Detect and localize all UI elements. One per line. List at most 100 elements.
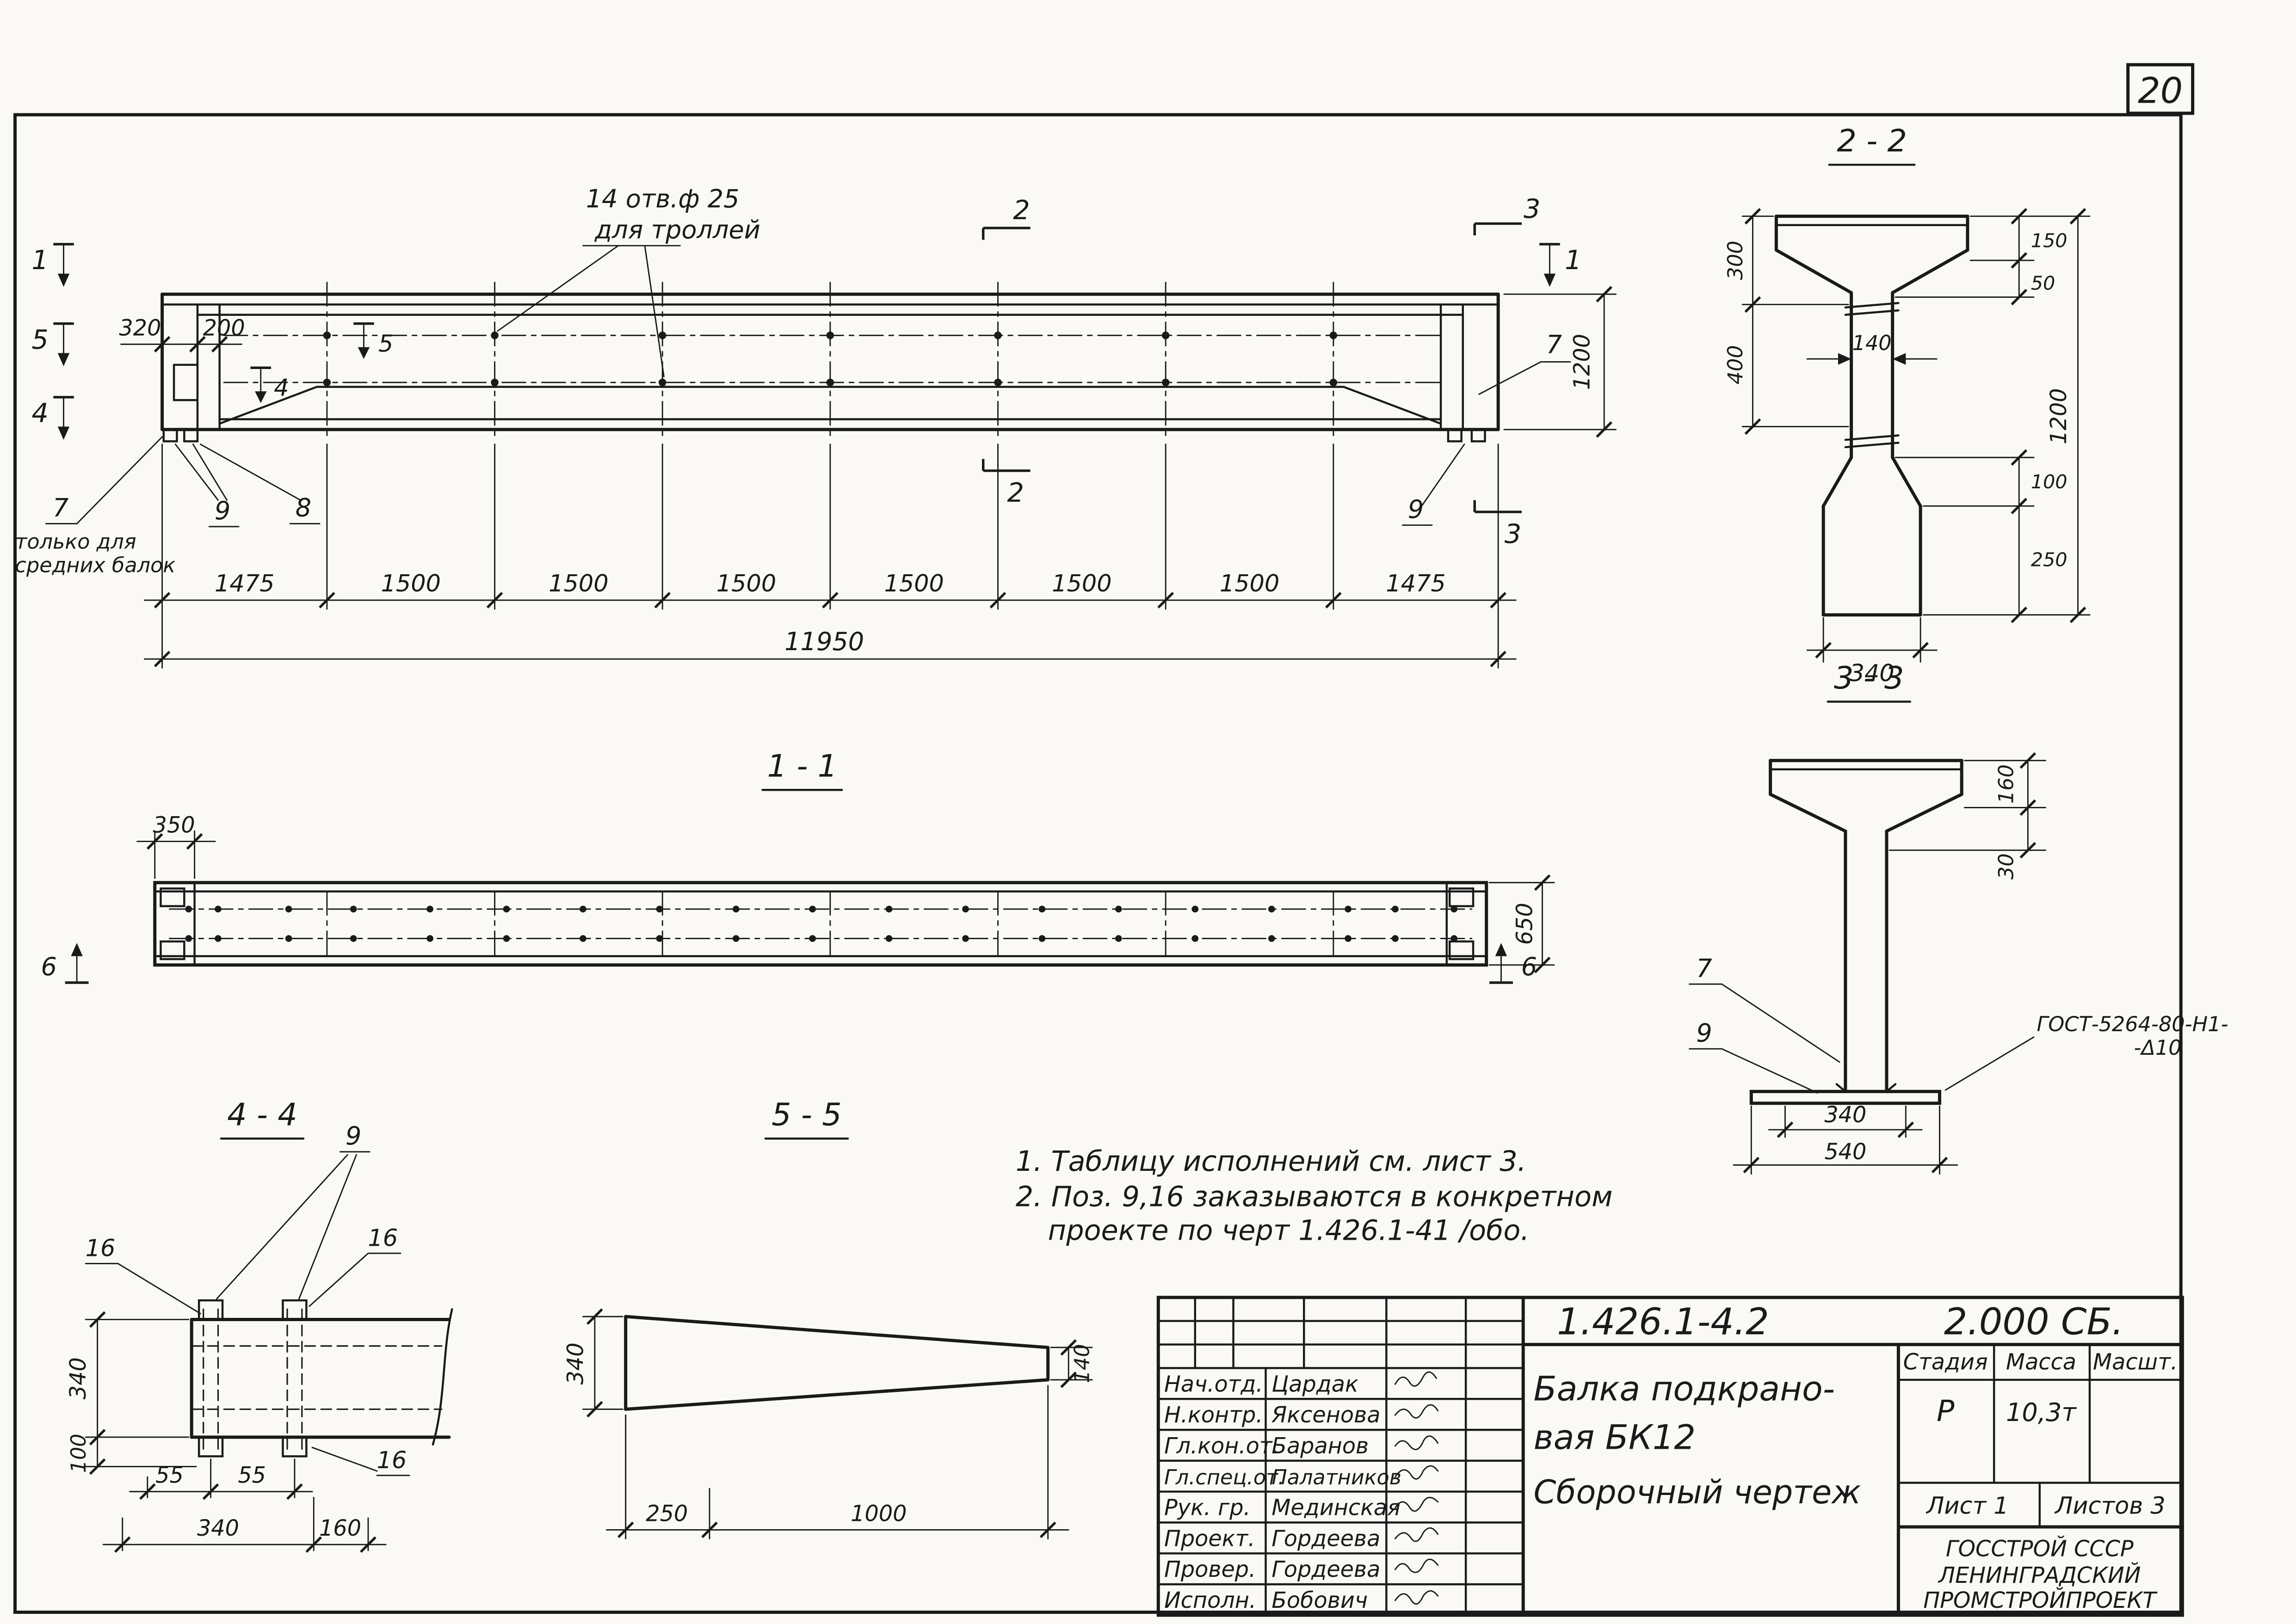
- callout-8: 8: [296, 493, 311, 523]
- holes-note-line2: для троллей: [594, 215, 760, 244]
- dim-30: 30: [1994, 853, 2018, 880]
- section-1-1: 1 - 1: [41, 748, 1555, 984]
- cut-mark-3-top: 3: [1524, 193, 1540, 224]
- row-name: Яксенова: [1271, 1403, 1380, 1428]
- mass-value: 10,3т: [2006, 1398, 2077, 1427]
- callout-9-s33: 9: [1696, 1018, 1712, 1047]
- dim-300: 300: [1723, 241, 1747, 280]
- section-3-3-callouts: 7 9 ГОСТ-5264-80-Н1- -Δ10: [1689, 953, 2228, 1094]
- dim-340-s55: 340: [563, 1342, 588, 1384]
- cut-mark-1-left: 1: [31, 245, 48, 276]
- section-4-4-title: 4 - 4: [227, 1097, 297, 1133]
- callout-16-b: 16: [368, 1224, 398, 1252]
- org-line3: ПРОМСТРОЙПРОЕКТ: [1923, 1587, 2158, 1613]
- dim-100: 100: [2031, 471, 2068, 493]
- cut-mark-3-bottom: 3: [1505, 518, 1521, 549]
- elevation-callouts: 7 только для средних балок 9 8 7 9: [15, 330, 1571, 577]
- row-role: Исполн.: [1164, 1588, 1256, 1613]
- sheet-number-box: [2126, 63, 2195, 115]
- dim-350: 350: [153, 813, 195, 838]
- section-cut-marks: 1 5 4 5 4 2 2 3 3 1: [31, 193, 1581, 549]
- signature-mark: [1395, 1590, 1439, 1605]
- section-4-4-callouts: 9 16 16 16: [85, 1121, 410, 1476]
- signature-marks: [1395, 1371, 1439, 1605]
- dim-50: 50: [2031, 272, 2055, 295]
- product-title-line2: вая БК12: [1533, 1418, 1695, 1457]
- org-line1: ГОССТРОЙ СССР: [1946, 1536, 2134, 1562]
- row-name: Цардак: [1271, 1372, 1358, 1397]
- cut-mark-6-left: 6: [41, 952, 56, 981]
- section-2-2-title: 2 - 2: [1837, 123, 1907, 159]
- sheet-info: Лист 1: [1926, 1492, 2008, 1519]
- org-line2: ЛЕНИНГРАДСКИЙ: [1938, 1562, 2141, 1588]
- cut-mark-4-inner: 4: [274, 375, 289, 402]
- callout-9-s44: 9: [346, 1121, 361, 1150]
- row-name: Гордеева: [1271, 1557, 1380, 1582]
- dim-160: 160: [1994, 764, 2018, 804]
- dim-540: 540: [1824, 1139, 1866, 1165]
- mass-label: Масса: [2006, 1350, 2076, 1375]
- title-block: 1.426.1-4.2 2.000 СБ. Балка подкрано- ва…: [1156, 1296, 2184, 1617]
- note-line-1: 1. Таблицу исполнений см. лист 3.: [1016, 1145, 1526, 1178]
- dim-segment-6: 1500: [1220, 570, 1279, 597]
- elevation-view: 14 отв.ф 25 для троллей 1 5 4 5 4 2 2: [15, 185, 1617, 669]
- dim-140-s55: 140: [1070, 1344, 1094, 1383]
- left-note-line1: только для: [15, 530, 136, 554]
- scale-label: Масшт.: [2093, 1350, 2178, 1375]
- dim-segment-1: 1500: [381, 570, 440, 597]
- dim-55-a: 55: [155, 1463, 184, 1489]
- section-5-5-outline: [624, 1315, 1050, 1411]
- dim-segment-0: 1475: [215, 570, 274, 597]
- doc-number: 1.426.1-4.2: [1557, 1300, 1769, 1343]
- dim-segment-4: 1500: [884, 570, 944, 597]
- signature-mark: [1395, 1435, 1439, 1451]
- section-1-1-outline: [153, 881, 1488, 967]
- section-3-3-outline: [1749, 759, 1963, 1105]
- signature-mark: [1395, 1371, 1437, 1387]
- dim-340-bottom: 340: [197, 1516, 239, 1541]
- note-line-3: проекте по черт 1.426.1-41 /обо.: [1048, 1215, 1530, 1247]
- cut-mark-6-right: 6: [1521, 952, 1537, 981]
- section-4-4-dimensions: 340 100 55 55 340 160: [66, 1311, 387, 1553]
- stage-label: Стадия: [1903, 1350, 1988, 1375]
- row-role: Н.контр.: [1164, 1403, 1263, 1428]
- dim-segment-3: 1500: [716, 570, 776, 597]
- section-5-5-title: 5 - 5: [772, 1097, 842, 1133]
- callout-9-left: 9: [215, 496, 230, 525]
- dim-340-left: 340: [66, 1357, 91, 1399]
- section-1-1-dimensions: 350 650 6 6: [41, 813, 1555, 984]
- section-1-1-holes: [185, 905, 1457, 942]
- cut-mark-4-left: 4: [31, 398, 48, 429]
- row-name: Бобович: [1271, 1588, 1368, 1613]
- dim-segment-7: 1475: [1386, 570, 1445, 597]
- doc-code: 2.000 СБ.: [1944, 1300, 2123, 1343]
- sheet-number: 20: [2138, 71, 2183, 112]
- cut-mark-1-right: 1: [1565, 245, 1581, 276]
- dim-segment-5: 1500: [1052, 570, 1111, 597]
- callout-7-right: 7: [1546, 330, 1562, 359]
- section-2-2-outline: [1774, 215, 1969, 617]
- holes-annotation: 14 отв.ф 25 для троллей: [497, 185, 760, 377]
- dim-340-s33: 340: [1824, 1102, 1866, 1128]
- section-4-4: 4 - 4 340 100: [66, 1097, 453, 1553]
- signature-mark: [1395, 1558, 1439, 1573]
- section-2-2-dimensions: 300 400 140 150 50 100 2: [1723, 208, 2091, 687]
- callout-7-left: 7: [53, 493, 68, 523]
- product-title-line3: Сборочный чертеж: [1533, 1473, 1861, 1511]
- dim-340-s22: 340: [1850, 660, 1895, 687]
- cut-mark-2-bottom: 2: [1007, 477, 1024, 508]
- cut-mark-2-top: 2: [1013, 195, 1030, 226]
- product-title-line1: Балка подкрано-: [1533, 1369, 1835, 1409]
- row-role: Провер.: [1164, 1557, 1256, 1582]
- dim-250: 250: [2031, 549, 2068, 571]
- row-role: Гл.кон.от.: [1164, 1433, 1279, 1459]
- row-name: Мединская: [1271, 1495, 1401, 1521]
- dim-55-b: 55: [238, 1463, 266, 1489]
- dim-250-s55: 250: [646, 1501, 688, 1526]
- gost-note-line2: -Δ10: [2134, 1036, 2181, 1060]
- section-5-5-dimensions: 340 140 250 1000: [563, 1308, 1094, 1539]
- row-role: Гл.спец.от.: [1164, 1465, 1284, 1489]
- trolley-holes: [323, 332, 1338, 387]
- row-name: Баранов: [1271, 1433, 1369, 1459]
